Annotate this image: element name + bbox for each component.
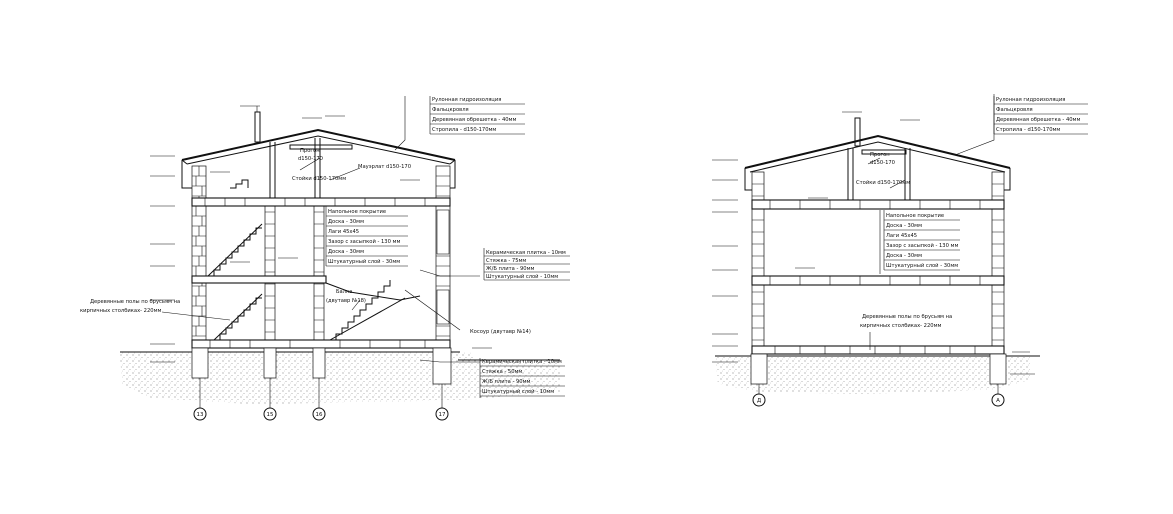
left-section: Рулонная гидроизоляция Фальцкровля Дерев… (80, 96, 570, 421)
svg-text:13: 13 (197, 412, 204, 418)
left-mid-slab (191, 275, 327, 284)
left-roof-layer-3: Деревянная обрешетка - 40мм (432, 117, 516, 123)
left-floor-layer-3: Лаги 45х45 (328, 229, 359, 235)
right-roof-layer-2: Фальцкровля (996, 107, 1033, 113)
right-roof-layer-1: Рулонная гидроизоляция (996, 97, 1065, 103)
left-tile-upper-4: Штукатурный слой - 10мм (486, 273, 558, 280)
left-purlin-size: d150-170 (298, 156, 323, 162)
left-foundation-17 (432, 347, 452, 385)
left-floor-layer-5: Доска - 30мм (328, 249, 364, 255)
left-axis-17: 17 (435, 384, 449, 421)
left-beam-label: Балка (336, 289, 352, 295)
svg-text:15: 15 (267, 412, 274, 418)
right-upper-slab (751, 199, 1005, 210)
right-roof-layer-3: Деревянная обрешетка - 40мм (996, 117, 1080, 123)
left-stringer-label: Косоур (двутавр №14) (470, 329, 531, 335)
left-tile-upper-2: Стяжка - 75мм (486, 258, 526, 264)
svg-text:Д: Д (757, 398, 762, 404)
left-axis-15: 15 (263, 378, 277, 421)
right-roof (744, 134, 1011, 169)
right-roof-layer-4: Стропила - d150-170мм (996, 127, 1060, 133)
left-floor-layer-6: Штукатурный слой - 30мм (328, 258, 400, 265)
left-tile-upper-3: Ж/Б плита - 90мм (486, 266, 535, 272)
right-floor-layer-3: Лаги 45х45 (886, 233, 917, 239)
right-floor-layer-4: Зазор с засыпкой - 130 мм (886, 242, 958, 249)
right-floor-layer-6: Штукатурный слой - 30мм (886, 262, 958, 269)
left-tile-lower-4: Штукатурный слой - 10мм (482, 388, 554, 395)
left-foundation-13 (191, 347, 209, 379)
left-axis-16: 16 (312, 378, 326, 421)
left-tile-lower-2: Стяжка - 50мм (482, 369, 522, 375)
right-ground-fill (715, 356, 1030, 394)
right-foundation-D (750, 353, 768, 385)
left-tile-callout-upper: Керамическая плитка - 10мм Стяжка - 75мм… (483, 248, 570, 281)
left-axis-13: 13 (193, 378, 207, 421)
left-tile-upper-1: Керамическая плитка - 10мм (486, 250, 566, 256)
left-roof-callout: Рулонная гидроизоляция Фальцкровля Дерев… (429, 96, 525, 135)
left-floor-layer-2: Доска - 30мм (328, 219, 364, 225)
left-posts-label: Стойки d150-170мм (292, 175, 346, 182)
left-tile-lower-3: Ж/Б плита - 90мм (482, 379, 531, 385)
left-floor-layer-4: Зазор с засыпкой - 130 мм (328, 238, 400, 245)
left-ground-slab (191, 339, 451, 349)
left-stair-lower (214, 297, 262, 341)
right-roof-callout: Рулонная гидроизоляция Фальцкровля Дерев… (993, 96, 1088, 135)
right-wall-left (751, 171, 765, 349)
svg-text:16: 16 (316, 412, 323, 418)
left-roof (181, 128, 456, 161)
right-wall-right (991, 171, 1005, 349)
right-joist-note-2: кирпичных столбиках- 220мм (860, 323, 941, 329)
left-wall-left (191, 165, 207, 345)
left-tile-callout-lower: Керамическая плитка - 10мм Стяжка - 50мм… (479, 358, 565, 398)
right-section: Рулонная гидроизоляция Фальцкровля Дерев… (712, 94, 1088, 407)
left-chimney (254, 111, 261, 143)
svg-text:А: А (996, 398, 1000, 404)
right-axis-D: Д (752, 384, 766, 407)
right-posts-label: Стойки d150-170мм (856, 179, 910, 186)
left-roof-layer-2: Фальцкровля (432, 107, 469, 113)
right-axis-A: А (991, 384, 1005, 407)
right-purlin-size: d150-170 (870, 160, 895, 166)
right-floor-callout: Напольное покрытие Доска - 30мм Лаги 45х… (883, 210, 960, 271)
right-floor-layer-2: Доска - 30мм (886, 223, 922, 229)
right-floor-layer-5: Доска - 30мм (886, 253, 922, 259)
left-stair-right (330, 280, 391, 341)
left-upper-slab (191, 197, 451, 207)
right-joist-note-1: Деревянные полы по брусьям на (862, 314, 952, 320)
right-chimney (854, 117, 861, 147)
left-floor-layer-1: Напольное покрытие (328, 209, 386, 215)
right-purlin-label: Прогон (870, 152, 890, 158)
right-ground-slab (751, 345, 1005, 355)
right-floor-layer-1: Напольное покрытие (886, 213, 944, 219)
left-wall-right (435, 165, 451, 345)
left-roof-layer-4: Стропила - d150-170мм (432, 127, 496, 133)
right-mid-slab (751, 275, 1005, 286)
left-roof-layer-1: Рулонная гидроизоляция (432, 97, 501, 103)
left-joist-note-1: Деревянные полы по брусьям на (90, 299, 180, 305)
left-purlin-label: Прогон (300, 148, 320, 154)
right-foundation-A (989, 353, 1007, 385)
left-tile-lower-1: Керамическая плитка - 10мм (482, 359, 562, 365)
left-joist-note-2: кирпичных столбиках- 220мм (80, 308, 161, 314)
left-stair-attic (230, 179, 249, 189)
left-foundation-16 (312, 347, 326, 379)
left-mauerlat-label: Мауэрлат d150-170 (358, 164, 411, 170)
left-floor-callout: Напольное покрытие Доска - 30мм Лаги 45х… (325, 206, 408, 267)
svg-text:17: 17 (439, 412, 446, 418)
left-foundation-15 (263, 347, 277, 379)
left-beam-spec: (двутавр №18) (326, 298, 366, 304)
